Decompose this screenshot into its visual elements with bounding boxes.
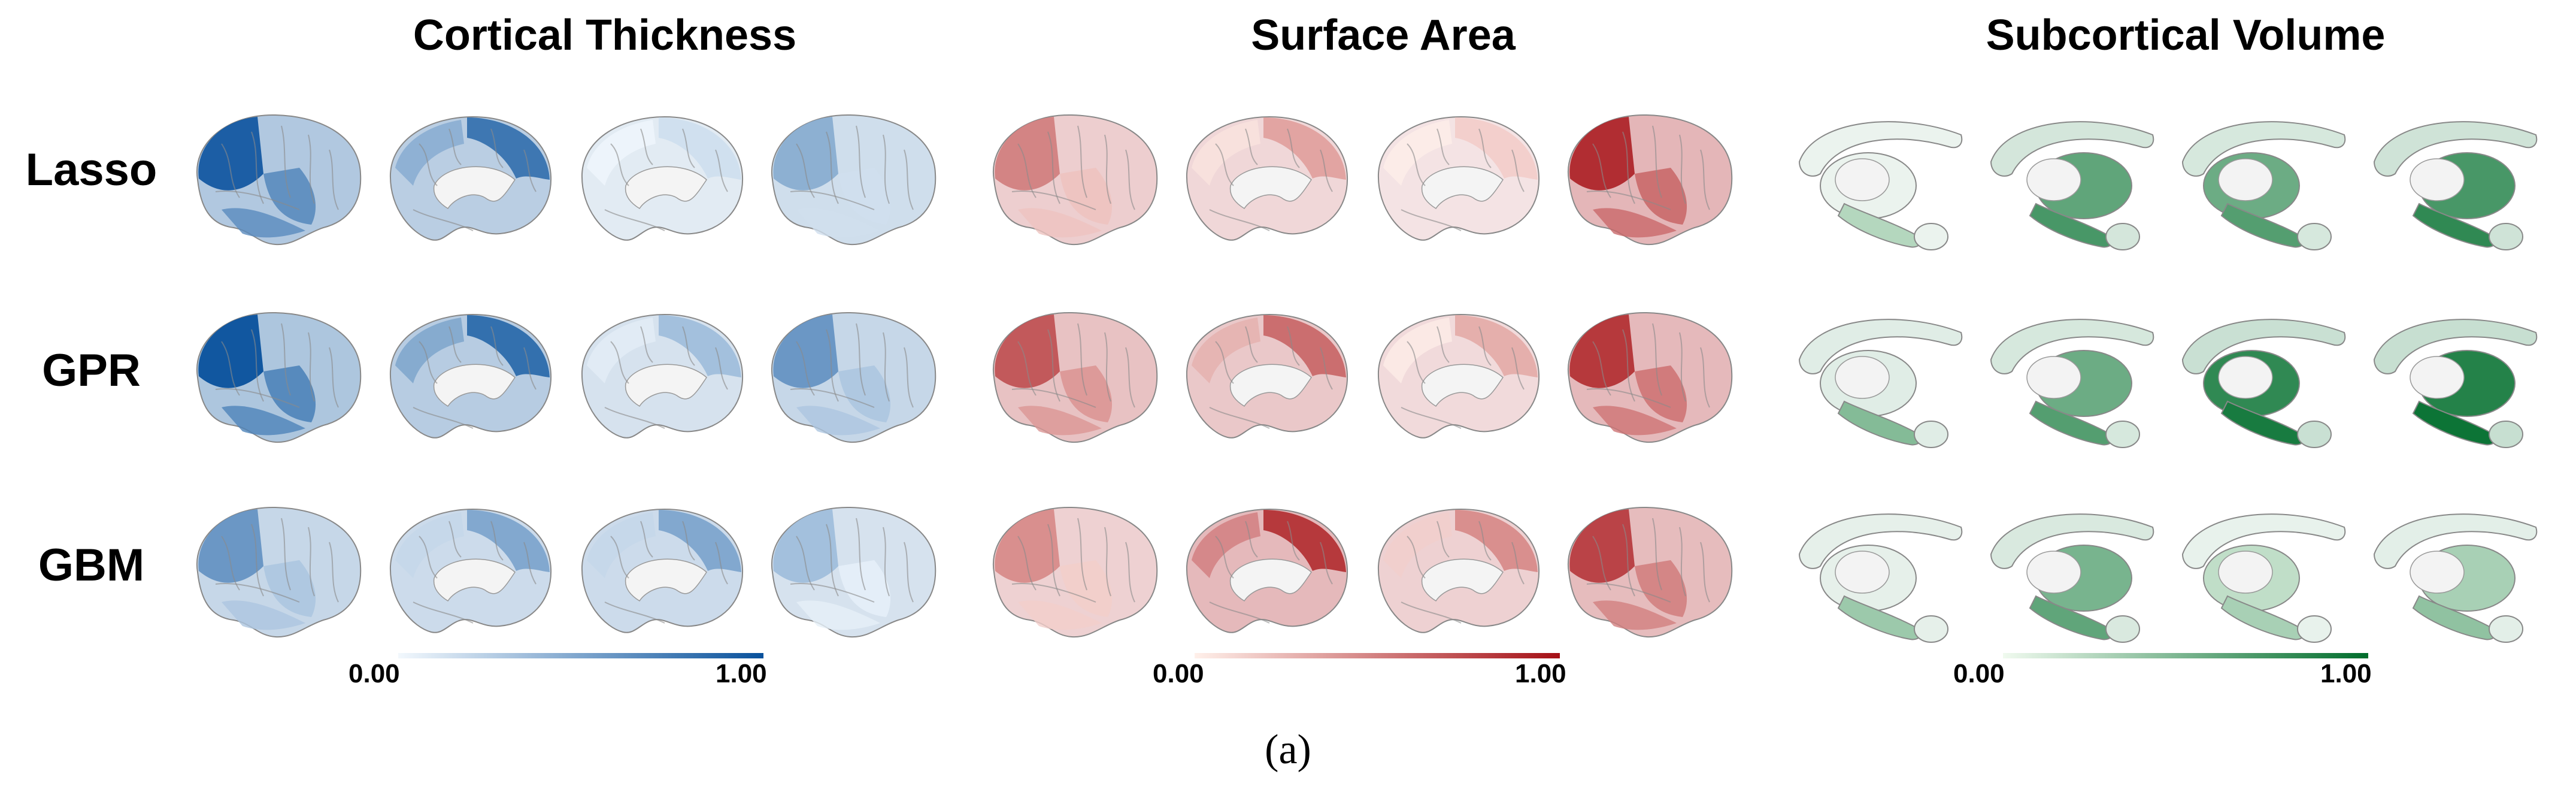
brain-medial-view <box>389 116 552 241</box>
brain-medial-view <box>1377 313 1540 439</box>
subcortical-structure <box>2373 121 2538 250</box>
colorbar-surface-area <box>1195 653 1560 658</box>
colorbar-min-label: 0.00 <box>1153 659 1204 688</box>
brain-medial-view <box>581 313 744 439</box>
figure-caption: (a) <box>1265 727 1311 773</box>
panel-title-surface-area: Surface Area <box>1251 11 1516 59</box>
brain-lateral-view <box>992 506 1158 638</box>
brain-medial-view <box>581 116 744 241</box>
subcortical-structure <box>2181 513 2346 643</box>
brain-medial-view <box>581 508 744 633</box>
colorbar-min-label: 0.00 <box>348 659 400 688</box>
subcortical-structure <box>1990 513 2154 643</box>
colorbar-max-label: 1.00 <box>1515 659 1566 688</box>
row-label-lasso: Lasso <box>25 144 157 195</box>
brain-medial-view <box>1186 508 1348 633</box>
brain-lateral-view <box>1567 312 1733 443</box>
subcortical-structure <box>2373 513 2538 643</box>
brain-lateral-view <box>771 506 937 638</box>
brain-lateral-view <box>771 114 937 246</box>
brain-medial-view <box>1377 116 1540 241</box>
brain-medial-view <box>1186 116 1348 241</box>
brain-lateral-view <box>992 312 1158 443</box>
brain-lateral-view <box>1567 114 1733 246</box>
subcortical-structure <box>2181 319 2346 448</box>
subcortical-structure <box>2373 319 2538 448</box>
brain-lateral-view <box>196 312 362 443</box>
panel-title-cortical-thickness: Cortical Thickness <box>413 11 797 59</box>
row-label-gbm: GBM <box>38 540 145 591</box>
brain-lateral-view <box>771 312 937 443</box>
brain-medial-view <box>1377 508 1540 633</box>
brain-medial-view <box>1186 313 1348 439</box>
subcortical-structure <box>1990 121 2154 250</box>
colorbar-min-label: 0.00 <box>1953 659 2005 688</box>
colorbar-max-label: 1.00 <box>716 659 767 688</box>
colorbar-max-label: 1.00 <box>2320 659 2372 688</box>
panel-title-subcortical-volume: Subcortical Volume <box>1986 11 2386 59</box>
brain-lateral-view <box>196 114 362 246</box>
brain-lateral-view <box>196 506 362 638</box>
colorbar-cortical-thickness <box>398 653 763 658</box>
brain-lateral-view <box>1567 506 1733 638</box>
brain-medial-view <box>389 313 552 439</box>
subcortical-structure <box>2181 121 2346 250</box>
subcortical-structure <box>1798 121 1963 250</box>
row-label-gpr: GPR <box>42 345 141 396</box>
subcortical-structure <box>1798 319 1963 448</box>
brain-lateral-view <box>992 114 1158 246</box>
colorbar-subcortical-volume <box>2003 653 2368 658</box>
subcortical-structure <box>1990 319 2154 448</box>
subcortical-structure <box>1798 513 1963 643</box>
brain-medial-view <box>389 508 552 633</box>
